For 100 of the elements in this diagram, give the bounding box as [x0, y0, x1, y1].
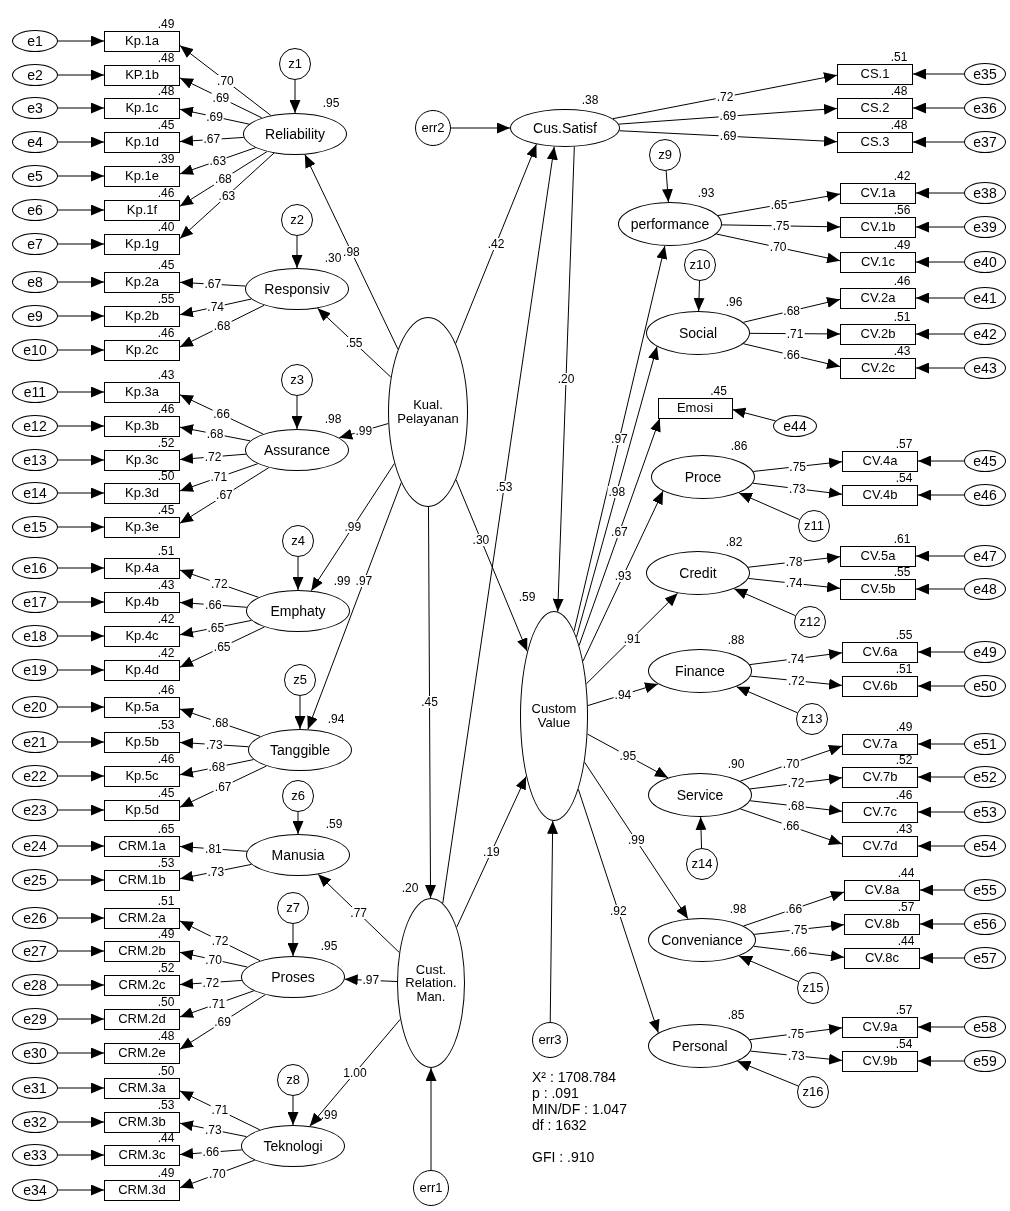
path-arrow [749, 328, 841, 340]
path-coefficient: .74 [786, 652, 806, 665]
path-coefficient: .72 [201, 976, 221, 989]
path-coefficient: .68 [786, 800, 806, 813]
path-coefficient: .63 [217, 189, 237, 202]
path-arrow [179, 978, 243, 990]
path-coefficient: .63 [208, 154, 228, 167]
path-arrow [294, 695, 306, 730]
path-arrow [752, 457, 843, 472]
latent-variable-ellipse: Credit [646, 551, 750, 595]
observed-variable-box: KP.1b [104, 64, 180, 86]
error-term-ellipse: e45 [964, 450, 1006, 472]
latent-variable-ellipse: performance [618, 202, 722, 246]
error-term-ellipse: e9 [12, 305, 58, 327]
path-coefficient: .66 [212, 408, 231, 421]
path-arrow [917, 806, 965, 818]
r-squared-value: .88 [726, 634, 746, 646]
path-arrow [455, 479, 528, 652]
path-arrow [179, 994, 266, 1050]
r-squared-value: .48 [889, 84, 909, 97]
error-term-ellipse: e44 [773, 415, 817, 437]
r-squared-value: .30 [323, 252, 343, 264]
path-coefficient: .66 [782, 349, 802, 362]
path-arrow [57, 344, 105, 356]
observed-variable-box: CV.2a [840, 287, 916, 309]
path-coefficient: .97 [361, 974, 381, 987]
observed-variable-box: Kp.1c [104, 97, 180, 119]
r-squared-value: .45 [156, 503, 176, 516]
observed-variable-box: Kp.3e [104, 516, 180, 538]
path-arrow [917, 1021, 965, 1033]
path-arrow [57, 664, 105, 676]
observed-variable-box: CV.4a [842, 450, 918, 472]
path-coefficient: .68 [214, 172, 233, 185]
r-squared-value: .46 [156, 402, 176, 415]
error-term-ellipse: e37 [964, 131, 1006, 153]
observed-variable-box: CRM.3a [104, 1077, 180, 1099]
path-arrow [753, 945, 845, 962]
path-arrow [309, 1018, 401, 1127]
path-coefficient: .75 [788, 460, 807, 473]
path-arrow [749, 1023, 843, 1041]
error-term-ellipse: e51 [964, 733, 1006, 755]
path-arrow [752, 482, 843, 499]
disturbance-circle: z4 [282, 525, 314, 557]
path-coefficient: .99 [343, 521, 363, 534]
path-arrow [57, 102, 105, 114]
path-coefficient: .72 [715, 90, 735, 103]
r-squared-value: .51 [156, 894, 176, 907]
path-arrow [612, 72, 838, 120]
path-coefficient: 1.00 [342, 1066, 368, 1079]
path-arrow [912, 136, 965, 148]
error-term-ellipse: e47 [964, 545, 1006, 567]
error-term-ellipse: e11 [12, 381, 58, 403]
path-arrow [179, 45, 272, 116]
path-arrow [310, 462, 395, 592]
error-term-ellipse: e12 [12, 415, 58, 437]
latent-variable-ellipse: Responsiv [245, 268, 349, 310]
fit-statistic: MIN/DF : 1.047 [532, 1102, 627, 1117]
path-arrow [57, 1013, 105, 1025]
observed-variable-box: Kp.1a [104, 30, 180, 52]
r-squared-value: .54 [894, 471, 914, 484]
observed-variable-box: CRM.2b [104, 940, 180, 962]
observed-variable-box: Kp.3c [104, 449, 180, 471]
path-coefficient: .66 [781, 820, 801, 833]
disturbance-circle: z16 [797, 1076, 829, 1108]
r-squared-value: .46 [156, 186, 176, 199]
path-coefficient: .69 [718, 130, 738, 143]
path-coefficient: .65 [212, 641, 232, 654]
path-arrow [57, 35, 105, 47]
path-coefficient: .73 [788, 482, 807, 495]
error-term-ellipse: e53 [964, 801, 1006, 823]
error-term-ellipse: e18 [12, 625, 58, 647]
path-arrow [912, 68, 965, 80]
observed-variable-box: CV.2c [840, 357, 916, 379]
error-term-ellipse: e59 [964, 1050, 1006, 1072]
path-coefficient: .69 [211, 91, 231, 104]
path-arrow [179, 841, 248, 853]
error-term-ellipse: e43 [964, 357, 1006, 379]
path-arrow [179, 569, 260, 598]
path-arrow [289, 79, 301, 114]
disturbance-circle: z2 [281, 204, 313, 236]
latent-variable-ellipse: Emphaty [246, 590, 350, 632]
path-coefficient: .75 [789, 923, 809, 936]
observed-variable-box: Kp.3b [104, 415, 180, 437]
r-squared-value: .42 [156, 646, 176, 659]
path-arrow [733, 588, 796, 617]
path-coefficient: .98 [342, 245, 361, 258]
latent-variable-ellipse: Reliability [243, 113, 347, 155]
path-arrow [695, 816, 707, 849]
path-arrow [919, 884, 965, 896]
error-term-ellipse: e20 [12, 696, 58, 718]
observed-variable-box: CV.7d [842, 835, 918, 857]
path-arrow [57, 1047, 105, 1059]
r-squared-value: .61 [892, 532, 912, 545]
path-arrow [57, 630, 105, 642]
path-coefficient: .72 [203, 450, 223, 463]
path-arrow [179, 304, 265, 348]
r-squared-value: .46 [892, 274, 912, 287]
path-arrow [57, 386, 105, 398]
error-term-ellipse: e56 [964, 913, 1006, 935]
path-arrow [915, 328, 965, 340]
